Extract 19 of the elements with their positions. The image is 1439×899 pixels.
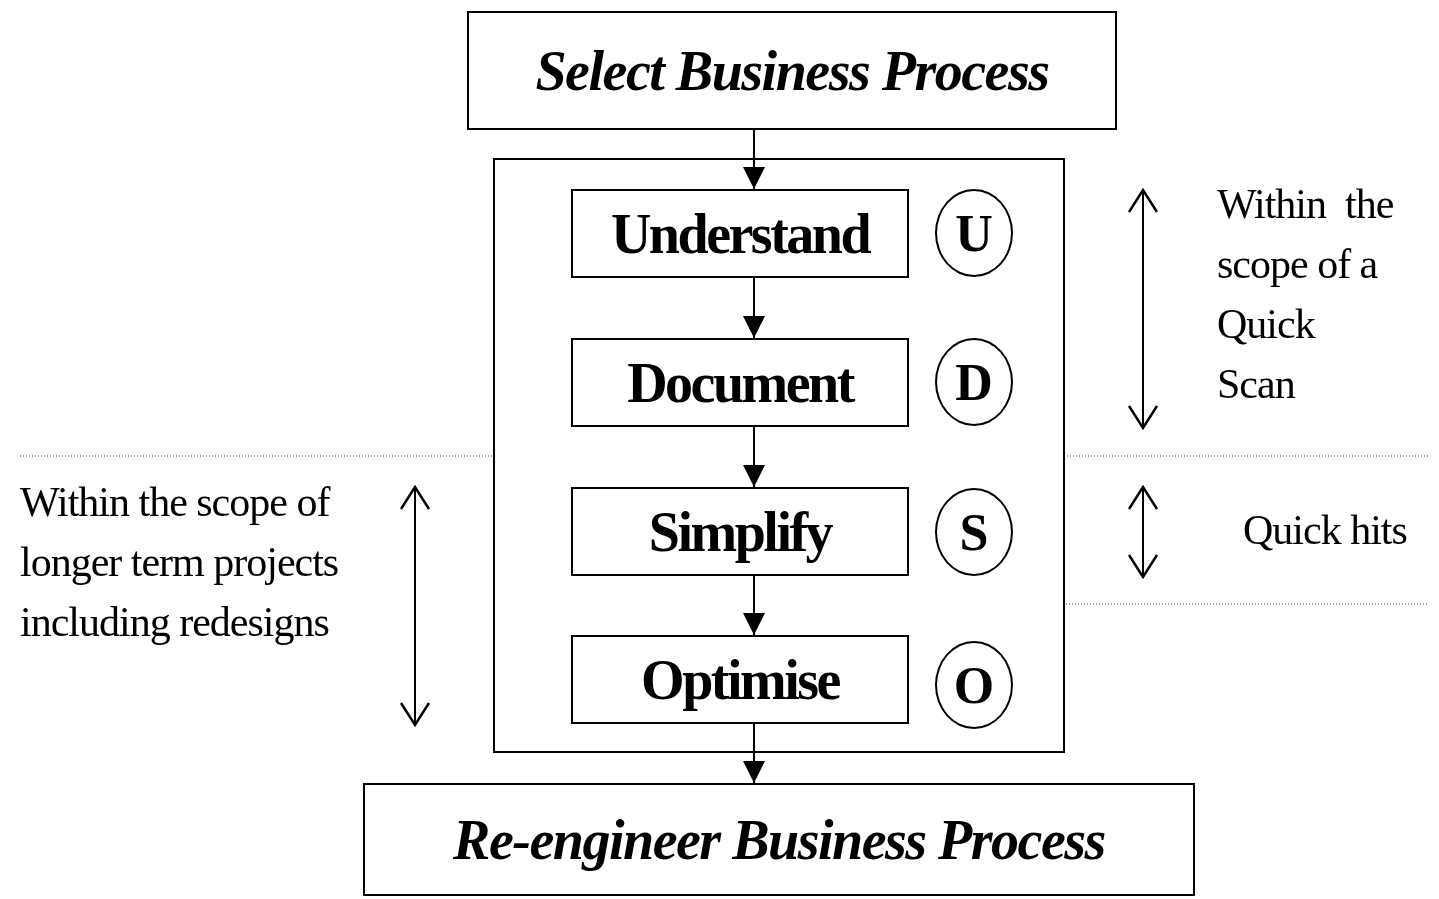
scope-note: Quick hits [1243,506,1408,555]
step-box: Understand [571,189,909,278]
step-box: Simplify [571,487,909,576]
process-box: Select Business Process [467,11,1117,130]
process-box: Re-engineer Business Process [363,783,1195,896]
letter-circle: O [935,641,1013,729]
step-box: Document [571,338,909,427]
scope-note: Within the scope of a Quick Scan [1217,180,1395,409]
arrow [743,723,765,784]
arrow [743,129,765,190]
arrow [743,575,765,636]
letter-circle: D [935,338,1013,426]
arrow [743,426,765,488]
group-frame [493,158,1065,753]
letter-circle: U [935,189,1013,277]
letter-circle: S [935,488,1013,576]
arrow [743,277,765,339]
step-box: Optimise [571,635,909,724]
scope-note: Within the scope of longer term projects including redesigns [20,478,340,647]
